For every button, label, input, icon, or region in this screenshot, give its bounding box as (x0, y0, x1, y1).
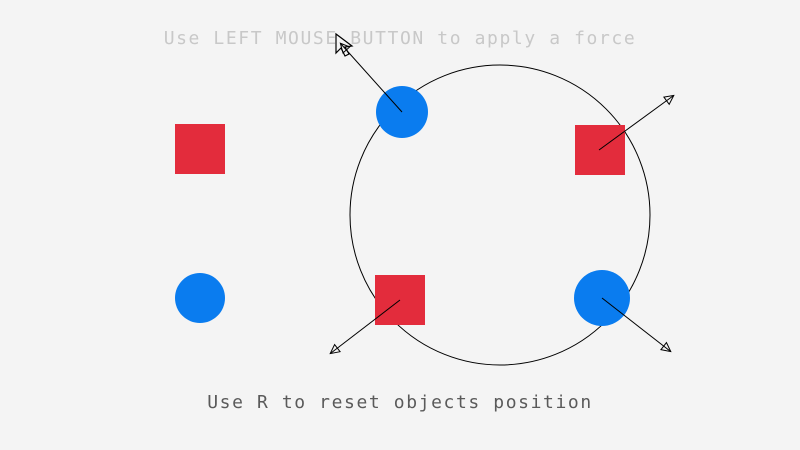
body-square-top-left[interactable] (175, 124, 225, 174)
orbit-circle (349, 64, 651, 366)
force-vector-square-bottom-center (331, 299, 401, 353)
body-square-top-right[interactable] (575, 125, 625, 175)
force-vector-circle-top (341, 44, 403, 113)
force-vector-square-top-right (598, 96, 673, 151)
force-vector-circle-bottom-right (601, 297, 670, 351)
body-circle-left[interactable] (175, 273, 225, 323)
